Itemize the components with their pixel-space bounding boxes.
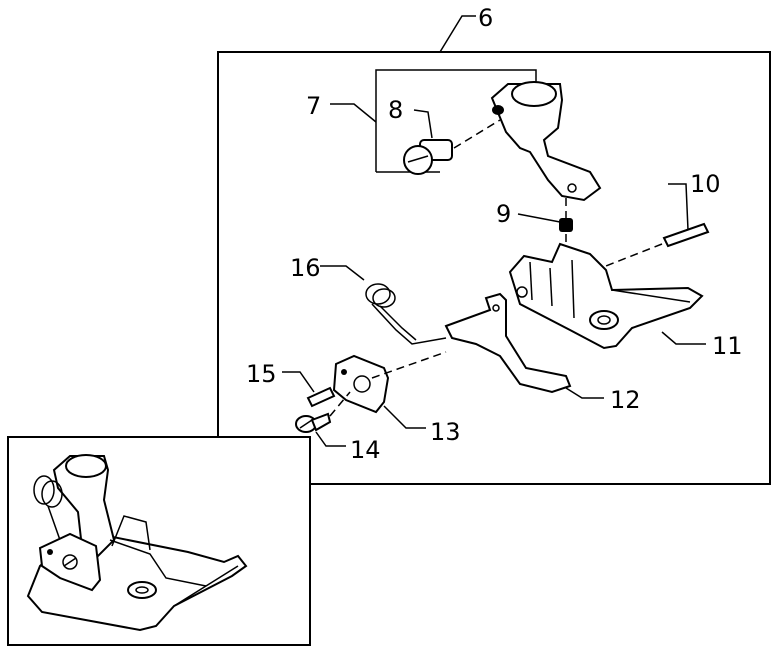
assembly-frame xyxy=(217,51,771,485)
callout-9: 9 xyxy=(496,200,561,228)
screw-part-14 xyxy=(295,412,332,433)
callout-6: 6 xyxy=(439,4,493,53)
callout-16: 16 xyxy=(290,254,365,282)
callout-13: 13 xyxy=(383,405,461,446)
callout-8-label: 8 xyxy=(388,96,403,124)
callout-12-label: 12 xyxy=(610,386,641,414)
presser-shank xyxy=(490,81,602,202)
callout-7: 7 xyxy=(306,92,377,123)
callout-11: 11 xyxy=(661,331,743,360)
callout-8: 8 xyxy=(388,96,433,139)
wire-spring-part-16 xyxy=(365,283,447,345)
side-plate-part-13 xyxy=(332,354,390,414)
callout-9-label: 9 xyxy=(496,200,511,228)
callout-7-label: 7 xyxy=(306,92,321,120)
callout-15: 15 xyxy=(246,360,315,393)
callout-10: 10 xyxy=(668,170,721,231)
spring-part-9 xyxy=(559,218,573,232)
foot-sole-part-11 xyxy=(508,242,704,350)
subassembly-bracket xyxy=(375,69,537,172)
toe-guide-part-12 xyxy=(444,292,572,394)
assembled-foot-illustration xyxy=(26,454,248,632)
callout-6-label: 6 xyxy=(478,4,493,32)
pin-part-15 xyxy=(306,386,336,408)
callout-16-label: 16 xyxy=(290,254,321,282)
callout-13-label: 13 xyxy=(430,418,461,446)
hinge-pin-part-10 xyxy=(662,222,710,248)
callout-11-label: 11 xyxy=(712,332,743,360)
callout-12: 12 xyxy=(565,386,641,414)
set-screw-part-8 xyxy=(403,139,453,175)
callout-10-label: 10 xyxy=(690,170,721,198)
callout-15-label: 15 xyxy=(246,360,277,388)
callout-14-label: 14 xyxy=(350,436,381,464)
callout-14: 14 xyxy=(315,431,381,464)
